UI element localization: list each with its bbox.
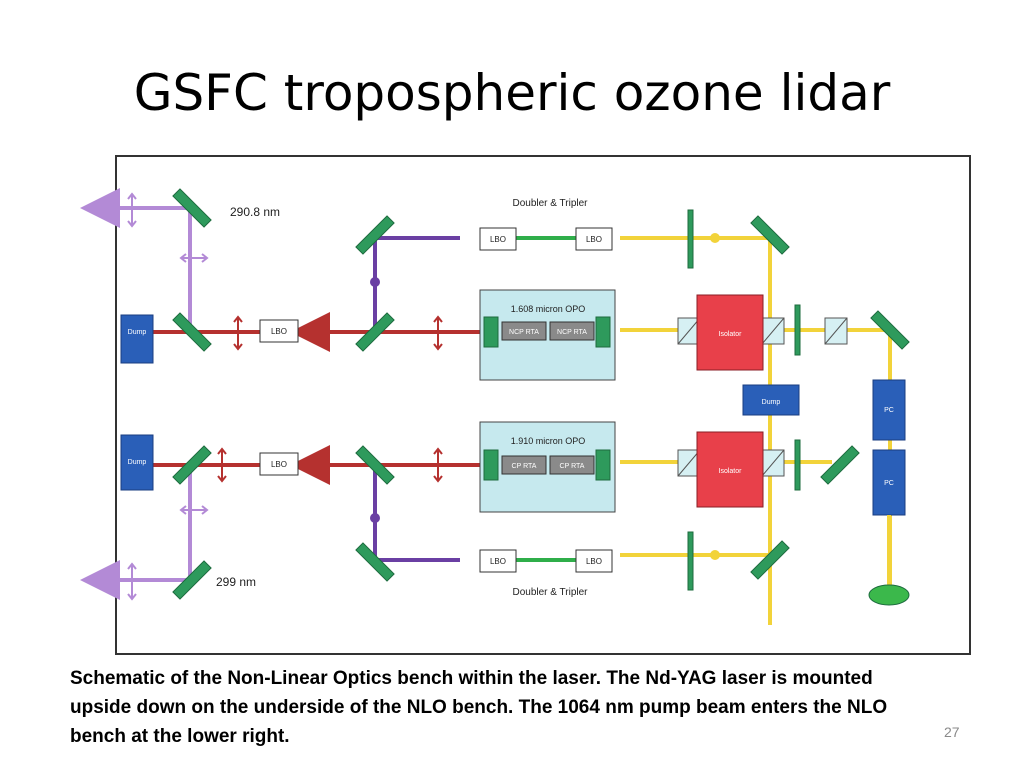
isolator-top-label: Isolator: [719, 331, 743, 338]
slide-title: GSFC tropospheric ozone lidar: [133, 64, 891, 122]
opo-top-crystal-left: [501, 321, 547, 341]
pc-bottom: [872, 449, 906, 516]
dump-label-top: Dump: [128, 329, 147, 336]
opo-bottom-crystal-right: [549, 455, 595, 475]
lbo-label-3: LBO: [490, 235, 506, 244]
opo-top-crystal-right-label: NCP RTA: [557, 329, 587, 336]
lbo-label-5: LBO: [490, 557, 506, 566]
wavelength-bottom-label: 299 nm: [216, 575, 256, 589]
dump-label-center: Dump: [762, 399, 781, 406]
pump-input-lens: [868, 584, 910, 606]
opo-bottom-crystal-left: [501, 455, 547, 475]
opo-bottom-crystal-right-label: CP RTA: [560, 463, 585, 470]
purple-junction-top: [370, 277, 380, 287]
opo-top-crystal-left-label: NCP RTA: [509, 329, 539, 336]
opo-top-title: 1.608 micron OPO: [511, 304, 586, 314]
doubler-tripler-bottom-label: Doubler & Tripler: [512, 587, 588, 598]
opo-bottom-oc: [483, 449, 499, 481]
dump-label-bottom: Dump: [128, 459, 147, 466]
pc-top: [872, 379, 906, 441]
yellow-junction-bottom: [710, 550, 720, 560]
doubler-tripler-top-label: Doubler & Tripler: [512, 198, 588, 209]
opo-top-in: [595, 316, 611, 348]
opo-bottom-title: 1.910 micron OPO: [511, 436, 586, 446]
opo-bottom-crystal-left-label: CP RTA: [512, 463, 537, 470]
lbo-label-4: LBO: [586, 235, 602, 244]
polarizer-cubes: [677, 317, 848, 477]
opo-top-oc: [483, 316, 499, 348]
figure-caption: Schematic of the Non-Linear Optics bench…: [70, 668, 888, 747]
yellow-junction-top: [710, 233, 720, 243]
pc-top-label: PC: [884, 407, 894, 414]
isolator-bottom-label: Isolator: [719, 468, 743, 475]
lbo-label-2: LBO: [271, 460, 287, 469]
page-number: 27: [944, 724, 960, 740]
purple-junction-bottom: [370, 513, 380, 523]
opo-top-crystal-right: [549, 321, 595, 341]
polarization-arrows: [127, 192, 443, 601]
lbo-label-6: LBO: [586, 557, 602, 566]
opo-bottom-in: [595, 449, 611, 481]
lbo-boxes: [259, 227, 613, 573]
red-beams: [152, 312, 480, 485]
dump-boxes: [120, 314, 800, 491]
lbo-label-1: LBO: [271, 327, 287, 336]
isolator-bottom: [696, 431, 764, 508]
nlo-bench-schematic: Dump Dump Dump LBO LBO LBO LBO LBO LBO 1…: [80, 155, 971, 655]
wavelength-top-label: 290.8 nm: [230, 205, 280, 219]
pc-bottom-label: PC: [884, 480, 894, 487]
isolator-top: [696, 294, 764, 371]
mirrors: [172, 188, 910, 600]
